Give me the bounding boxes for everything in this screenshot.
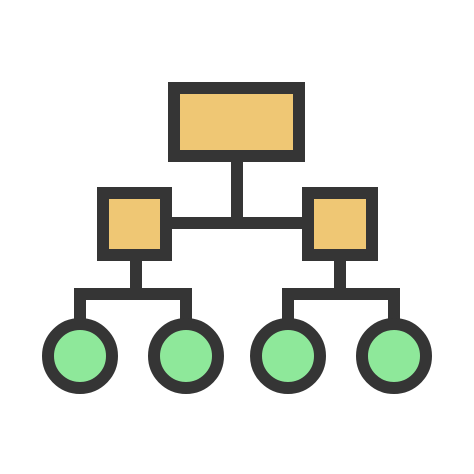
root-to-managers-connector bbox=[166, 157, 308, 229]
leaf-node-1 bbox=[42, 318, 118, 394]
left-manager-node bbox=[97, 187, 172, 261]
leaf-node-2 bbox=[148, 318, 224, 394]
right-manager-to-leaves-connector bbox=[282, 258, 400, 322]
leaf-node-3 bbox=[250, 318, 326, 394]
box-nodes bbox=[97, 82, 378, 261]
root-node bbox=[168, 82, 305, 162]
left-manager-to-leaves-connector bbox=[74, 258, 192, 322]
connector-lines bbox=[74, 157, 400, 322]
leaf-nodes bbox=[42, 318, 432, 394]
right-manager-node bbox=[302, 187, 378, 261]
leaf-node-4 bbox=[356, 318, 432, 394]
